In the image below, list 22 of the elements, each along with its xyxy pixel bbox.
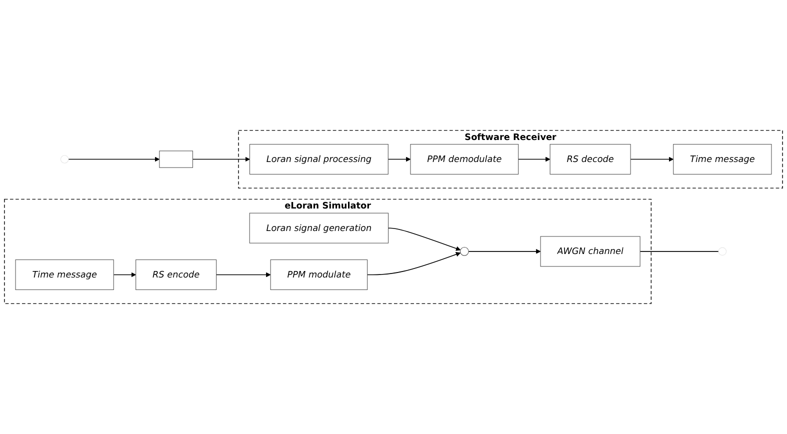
process-box: [159, 150, 193, 168]
process-box: AWGN channel: [540, 236, 640, 267]
process-box: Loran signal generation: [249, 212, 389, 244]
arrow: [68, 156, 160, 162]
arrow: [366, 252, 461, 276]
process-box: Loran signal processing: [249, 144, 388, 175]
arrow: [388, 228, 461, 251]
process-box: PPM demodulate: [410, 144, 519, 175]
arrow: [630, 156, 674, 162]
summing-junction: [460, 246, 469, 256]
arrow: [216, 272, 271, 278]
arrow: [388, 156, 411, 162]
connector: [640, 251, 719, 252]
arrow: [518, 156, 550, 162]
process-box: Time message: [673, 144, 772, 175]
arrow: [113, 272, 136, 278]
arrow: [468, 248, 541, 254]
process-box: RS encode: [136, 259, 217, 290]
arrow: [192, 156, 250, 162]
process-box: RS decode: [550, 144, 631, 175]
process-box: PPM modulate: [270, 259, 368, 290]
process-box: Time message: [15, 259, 114, 290]
